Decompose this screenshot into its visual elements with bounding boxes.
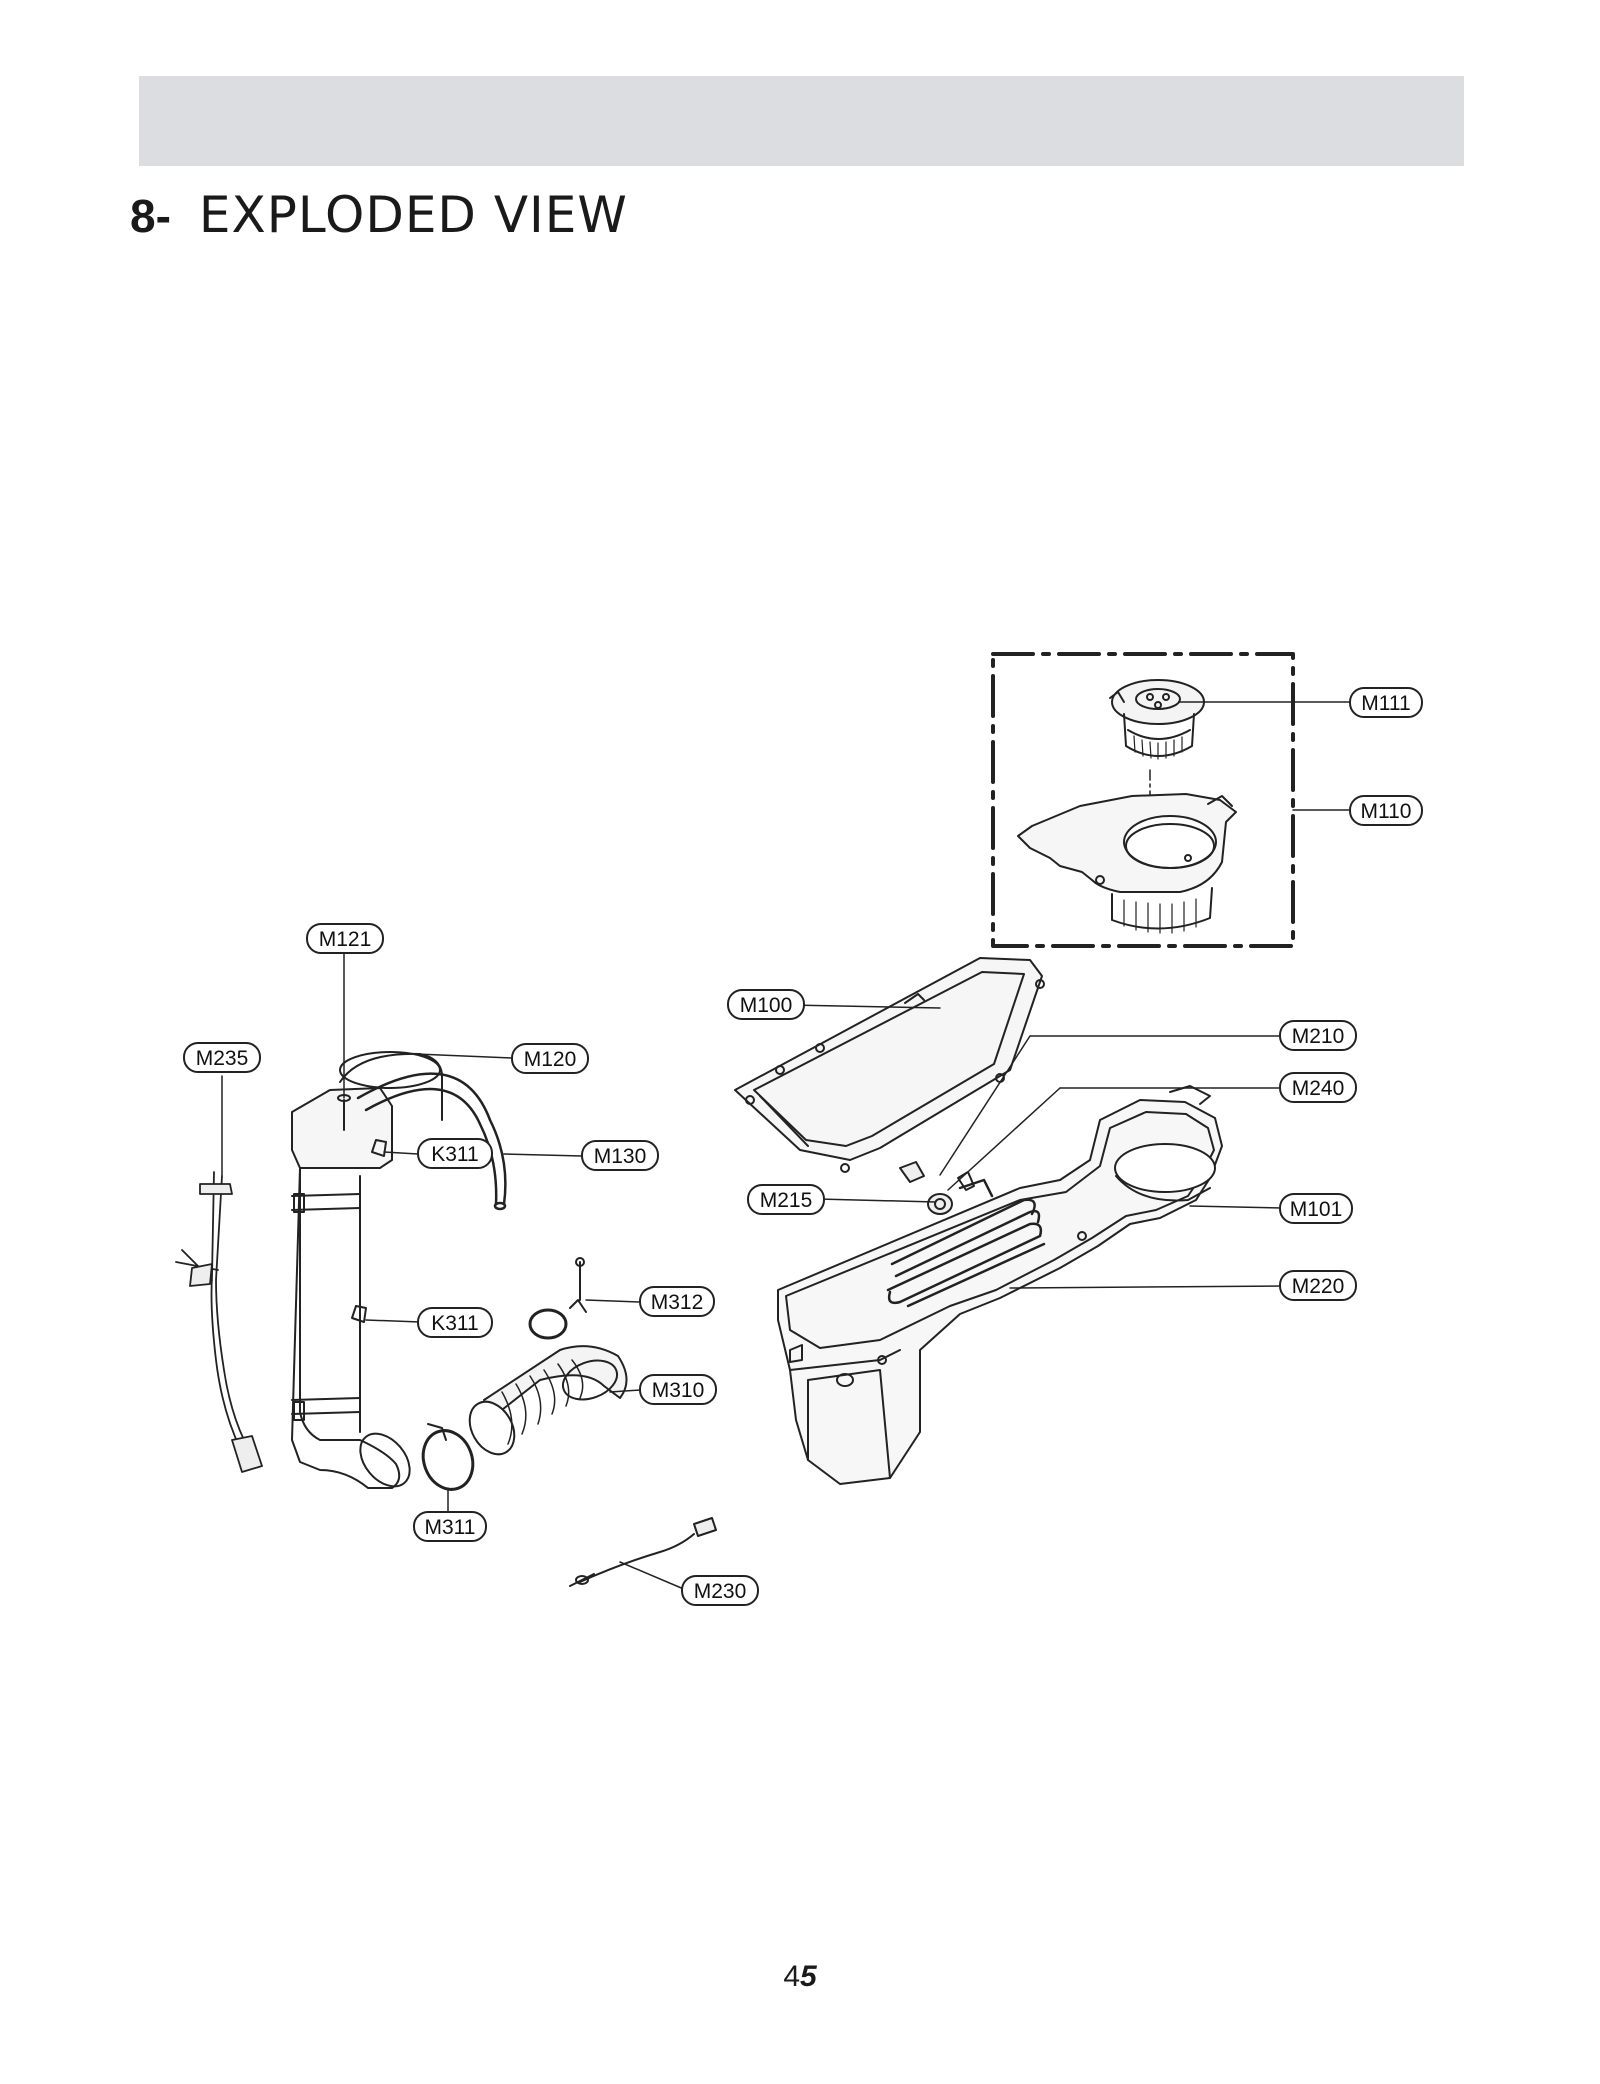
svg-text:M111: M111: [1361, 692, 1410, 715]
blower-housing-part: [1017, 793, 1237, 934]
callout-m220: M220: [1279, 1270, 1357, 1301]
svg-text:M240: M240: [1292, 1077, 1345, 1100]
callout-m121: M121: [306, 923, 384, 954]
svg-text:M230: M230: [694, 1580, 747, 1603]
temperature-sensor-part: [569, 1517, 717, 1587]
callout-m235: M235: [183, 1042, 261, 1073]
duct-cover-part: [734, 957, 1045, 1173]
callout-m311: M311: [413, 1511, 487, 1542]
svg-text:M235: M235: [196, 1047, 249, 1070]
svg-text:M110: M110: [1361, 800, 1412, 823]
callout-m111: M111: [1349, 687, 1423, 718]
wire-harness-part: [175, 1171, 263, 1473]
duct-base-part: [777, 1085, 1223, 1485]
callout-m110: M110: [1349, 795, 1423, 826]
page-number: 45: [0, 1960, 1600, 1994]
svg-text:M311: M311: [425, 1516, 476, 1539]
callout-m210: M210: [1279, 1020, 1357, 1051]
callout-m100: M100: [727, 989, 805, 1020]
svg-text:M121: M121: [319, 928, 372, 951]
header-band: [139, 76, 1464, 166]
heater-element-part: [886, 1178, 1046, 1308]
callout-m240: M240: [1279, 1072, 1357, 1103]
callout-leaders: [221, 701, 1357, 1591]
thermostat-part: [899, 1161, 975, 1215]
svg-text:M100: M100: [740, 994, 793, 1017]
svg-text:M312: M312: [651, 1291, 704, 1314]
callouts: M111 M110 M121 M100 M210 M235 M120 M240 …: [183, 687, 1423, 1606]
svg-text:M220: M220: [1292, 1275, 1345, 1298]
callout-m310: M310: [639, 1374, 717, 1405]
section-number: 8-: [130, 190, 171, 242]
svg-text:K311: K311: [431, 1143, 479, 1166]
callout-m230: M230: [681, 1575, 759, 1606]
page-title: 8- EXPLODED VIEW: [130, 186, 628, 246]
svg-text:M310: M310: [652, 1379, 705, 1402]
svg-text:K311: K311: [431, 1312, 479, 1335]
callout-m130: M130: [581, 1140, 659, 1171]
callout-m215: M215: [747, 1184, 825, 1215]
svg-text:M101: M101: [1290, 1198, 1343, 1221]
svg-text:M215: M215: [760, 1189, 813, 1212]
callout-k311-lower: K311: [417, 1307, 493, 1338]
page-number-accent: 5: [800, 1960, 817, 1993]
callout-m312: M312: [639, 1286, 715, 1317]
duct-hose-part: [421, 1257, 628, 1491]
section-title: EXPLODED VIEW: [198, 186, 628, 244]
steam-generator-part: [291, 1051, 443, 1489]
page-number-main: 4: [783, 1960, 800, 1993]
blower-assembly-frame: [991, 652, 1295, 948]
callout-k311-upper: K311: [417, 1138, 493, 1169]
steam-hose-part: [356, 1072, 507, 1211]
callout-m101: M101: [1279, 1193, 1353, 1224]
svg-text:M210: M210: [1292, 1025, 1345, 1048]
svg-text:M120: M120: [524, 1048, 577, 1071]
blower-motor-part: [1109, 679, 1205, 760]
svg-text:M130: M130: [594, 1145, 647, 1168]
callout-m120: M120: [511, 1043, 589, 1074]
